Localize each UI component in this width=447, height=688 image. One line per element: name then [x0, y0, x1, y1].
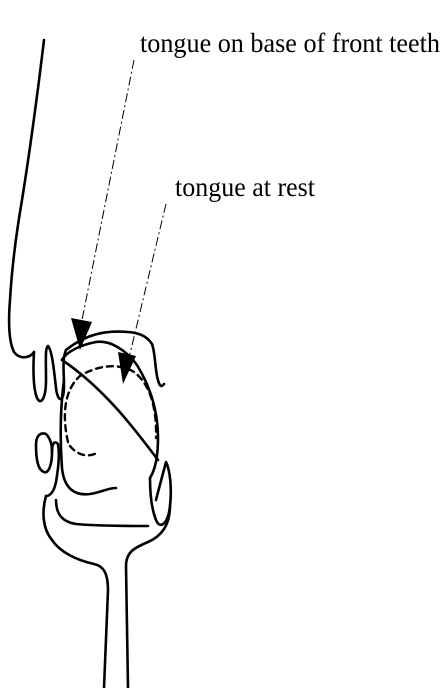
upper-teeth [33, 346, 66, 401]
throat-back-wall [126, 506, 170, 688]
label-tongue-at-rest: tongue at rest [175, 172, 315, 202]
tongue-body [62, 342, 158, 478]
lower-teeth [36, 442, 59, 496]
tongue-at-rest-dashed [65, 366, 156, 442]
face-profile-outline [9, 40, 44, 357]
lower-lip-chin [36, 433, 52, 452]
leader-line-front-teeth [80, 60, 134, 330]
tongue-at-rest-lower-dashed [70, 446, 98, 455]
arrowhead-rest [118, 352, 136, 384]
inner-jaw-outline [56, 500, 148, 526]
label-tongue-on-base-of-front-teeth: tongue on base of front teeth [140, 28, 440, 58]
